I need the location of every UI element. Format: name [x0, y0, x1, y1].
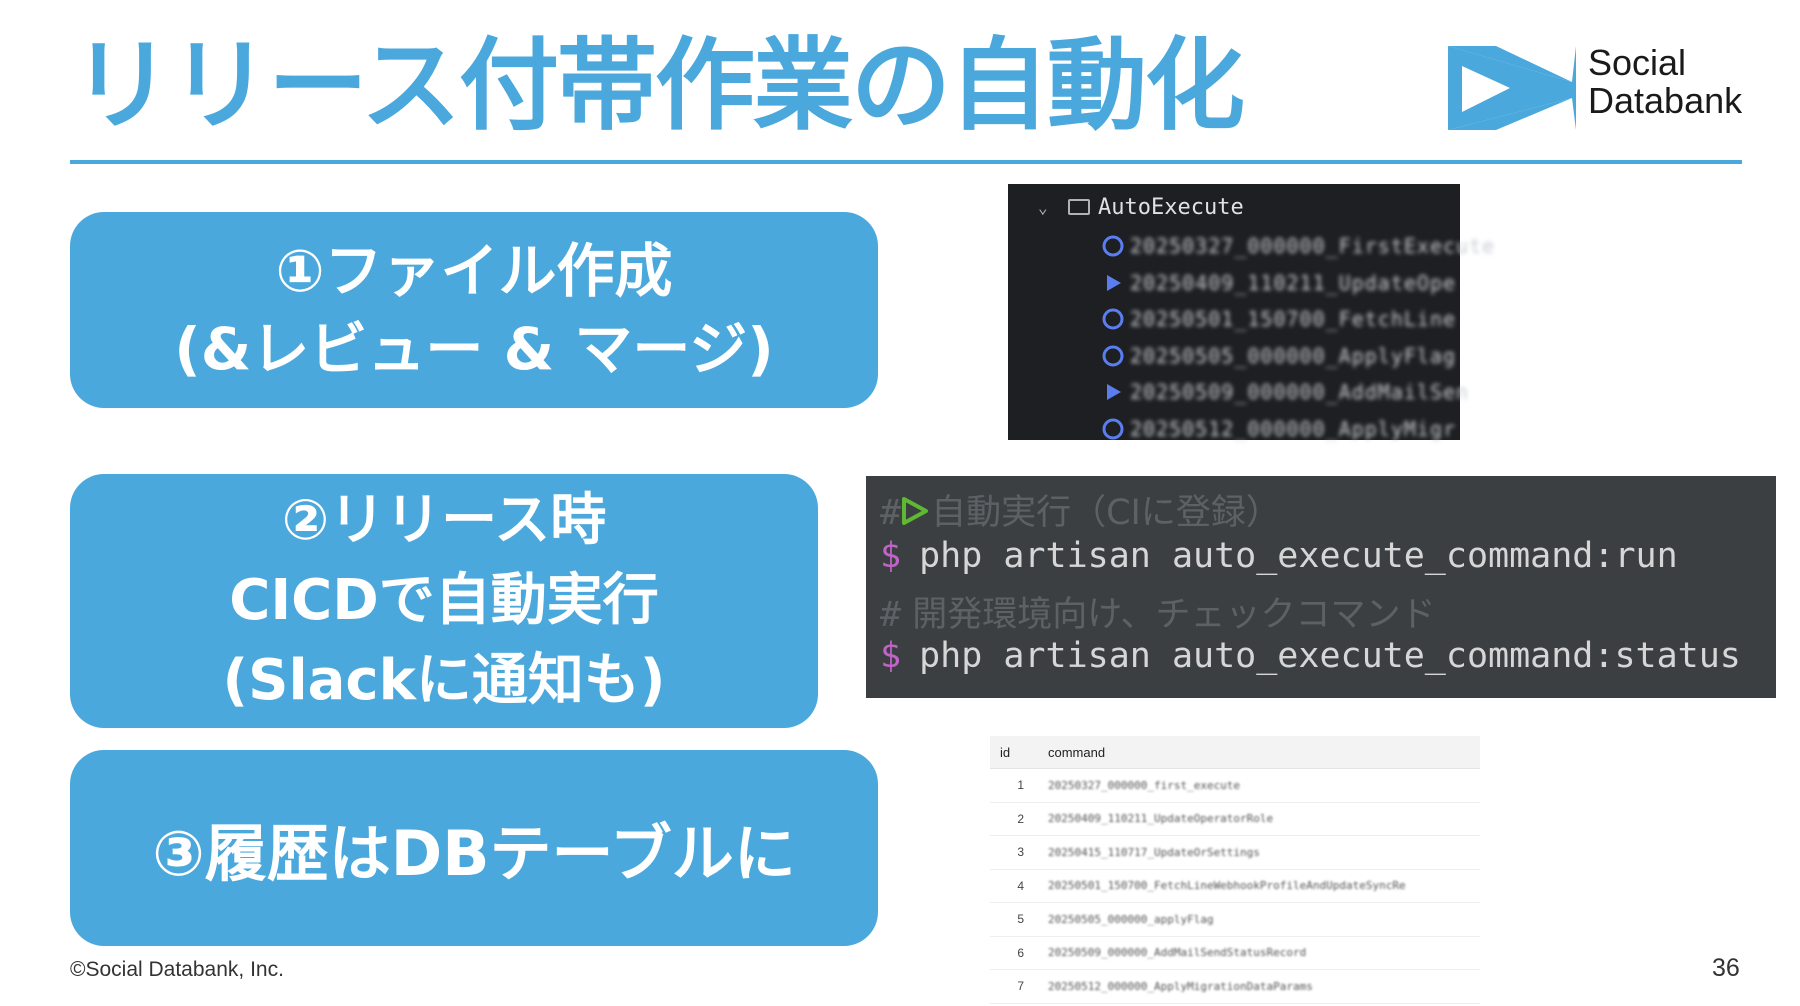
cell-id: 2: [1017, 811, 1024, 826]
cell-command: 20250509_000000_AddMailSendStatusRecord: [1048, 946, 1307, 960]
cell-id: 1: [1017, 778, 1024, 793]
file-item[interactable]: 20250501_150700_FetchLine: [1102, 301, 1460, 338]
cell-id: 5: [1017, 912, 1024, 927]
file-name: 20250327_000000_FirstExecute: [1130, 234, 1496, 259]
file-item[interactable]: 20250409_110211_UpdateOpe: [1102, 265, 1460, 302]
comment-text: 開発環境向け、チェックコマンド: [901, 595, 1436, 635]
file-item[interactable]: 20250327_000000_FirstExecute: [1102, 228, 1494, 265]
step-2-line-1: ②リリース時: [281, 488, 607, 553]
step-1-box: ①ファイル作成 (&レビュー & マージ): [70, 212, 878, 408]
cell-command: 20250327_000000_first_execute: [1048, 778, 1241, 792]
step-2-line-2: CICDで自動実行: [229, 568, 659, 633]
table-row[interactable]: 1 20250327_000000_first_execute: [990, 769, 1480, 803]
social-databank-logo-icon: [1448, 46, 1576, 130]
cell-command: 20250409_110211_UpdateOperatorRole: [1048, 812, 1274, 826]
php-file-icon: [1107, 384, 1121, 401]
php-file-icon: [1107, 274, 1121, 291]
table-row[interactable]: 4 20250501_150700_FetchLineWebhookProfile…: [990, 870, 1480, 903]
page-number: 36: [1712, 954, 1740, 982]
file-item[interactable]: 20250505_000000_ApplyFlag: [1102, 338, 1460, 375]
title-underline: [70, 160, 1742, 164]
file-name: 20250512_000000_ApplyMigr: [1130, 416, 1457, 441]
file-name: 20250509_000000_AddMailSen: [1130, 380, 1470, 405]
command-text: php artisan auto_execute_command:status: [919, 636, 1741, 676]
php-file-icon: [1102, 345, 1124, 367]
cell-command: 20250512_000000_ApplyMigrationDataParams: [1048, 979, 1313, 993]
step-2-line-3: (Slackに通知も): [222, 648, 666, 713]
logo-line-1: Social: [1588, 42, 1687, 83]
php-file-icon: [1102, 418, 1124, 440]
command-line: $ php artisan auto_execute_command:run: [880, 536, 1678, 576]
comment-line: # 自動実行（CIに登録）: [880, 484, 1281, 535]
table-header: id command: [990, 736, 1480, 769]
file-name: 20250505_000000_ApplyFlag: [1130, 343, 1457, 368]
logo-line-2: Databank: [1588, 80, 1743, 121]
cell-id: 6: [1017, 945, 1024, 960]
file-name: 20250501_150700_FetchLine: [1130, 307, 1457, 332]
column-header-command[interactable]: command: [1048, 744, 1106, 760]
table-row[interactable]: 7 20250512_000000_ApplyMigrationDataParam…: [990, 970, 1480, 1004]
history-table: id command 1 20250327_000000_first_execut…: [990, 736, 1480, 1004]
step-3-box: ③履歴はDBテーブルに: [70, 750, 878, 946]
folder-row[interactable]: ⌄ AutoExecute: [1038, 190, 1244, 224]
command-text: php artisan auto_execute_command:run: [919, 536, 1678, 576]
comment-line: # 開発環境向け、チェックコマンド: [880, 586, 1435, 637]
file-name: 20250409_110211_UpdateOpe: [1130, 270, 1457, 295]
cell-command: 20250505_000000_applyFlag: [1048, 912, 1214, 926]
table-row[interactable]: 6 20250509_000000_AddMailSendStatusRecord: [990, 937, 1480, 970]
file-item[interactable]: 20250509_000000_AddMailSen: [1102, 374, 1468, 411]
file-tree-panel: ⌄ AutoExecute 20250327_000000_FirstExecu…: [1008, 184, 1494, 441]
file-list: 20250327_000000_FirstExecute 20250409_11…: [1102, 228, 1494, 448]
cell-command: 20250415_110717_UpdateOrSettings: [1048, 845, 1260, 859]
step-3-line-1: ③履歴はDBテーブルに: [152, 817, 796, 890]
terminal-panel: # 自動実行（CIに登録） $ php artisan auto_execute_c…: [866, 476, 1776, 698]
step-1-line-2: (&レビュー & マージ): [174, 315, 774, 383]
table-row[interactable]: 5 20250505_000000_applyFlag: [990, 903, 1480, 937]
folder-name: AutoExecute: [1098, 194, 1244, 220]
cell-id: 4: [1017, 878, 1024, 893]
php-file-icon: [1102, 308, 1124, 330]
folder-icon: [1068, 199, 1090, 215]
step-2-box: ②リリース時 CICDで自動実行 (Slackに通知も): [70, 474, 818, 728]
php-file-icon: [1102, 235, 1124, 257]
cell-id: 3: [1017, 845, 1024, 860]
comment-text: 自動実行（CIに登録）: [931, 493, 1281, 533]
copyright-text: ©Social Databank, Inc.: [70, 958, 284, 981]
cell-command: 20250501_150700_FetchLineWebhookProfileA…: [1048, 879, 1406, 893]
prompt-symbol: $: [880, 536, 902, 576]
run-icon[interactable]: [901, 496, 929, 526]
column-header-id[interactable]: id: [1000, 744, 1011, 760]
comment-hash: #: [880, 493, 902, 533]
table-row[interactable]: 2 20250409_110211_UpdateOperatorRole: [990, 803, 1480, 836]
table-row[interactable]: 3 20250415_110717_UpdateOrSettings: [990, 836, 1480, 870]
command-line: $ php artisan auto_execute_command:status: [880, 636, 1741, 676]
logo-wordmark: Social Databank: [1588, 44, 1742, 120]
slide-title: リリース付帯作業の自動化: [72, 27, 1245, 144]
prompt-symbol: $: [880, 636, 902, 676]
chevron-down-icon[interactable]: ⌄: [1038, 197, 1048, 217]
comment-hash: #: [880, 595, 902, 635]
file-item[interactable]: 20250512_000000_ApplyMigr: [1102, 411, 1460, 448]
cell-id: 7: [1017, 979, 1024, 994]
step-1-line-1: ①ファイル作成: [275, 237, 673, 305]
